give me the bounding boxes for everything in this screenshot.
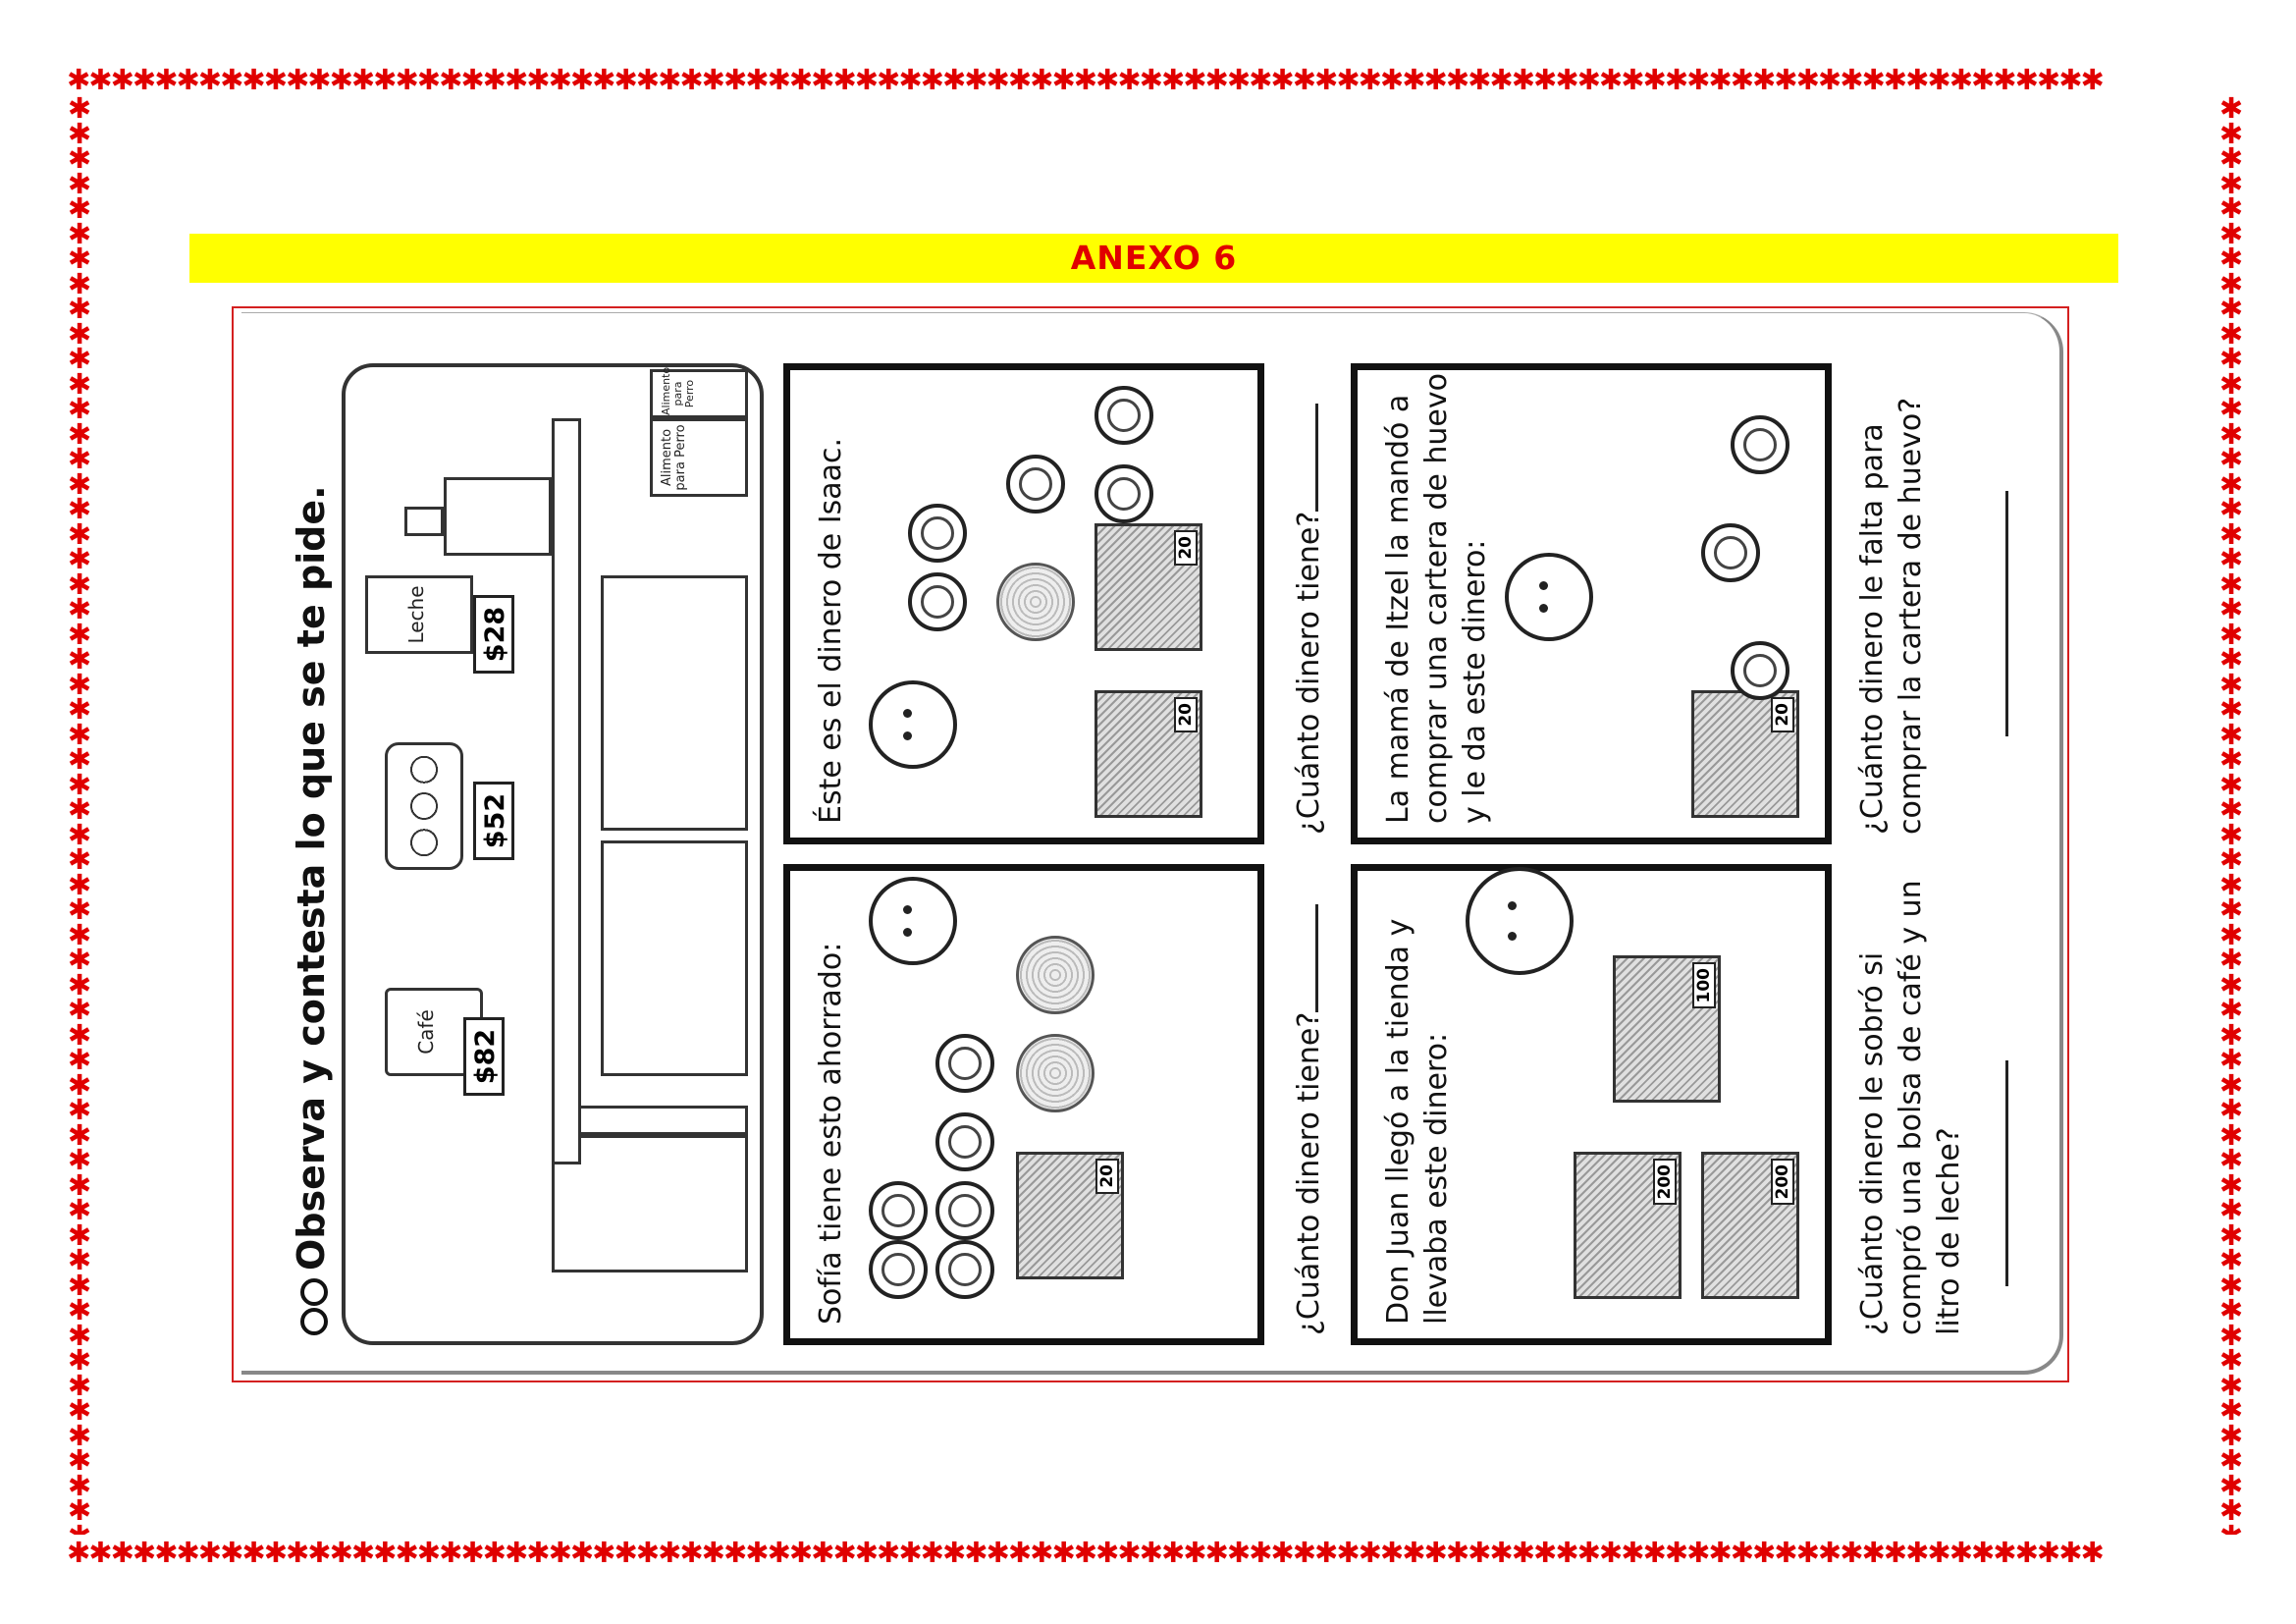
milk-carton: Leche: [365, 575, 473, 654]
q1-text: Sofía tiene esto ahorrado:: [814, 942, 848, 1325]
q4-box-itzel: La mamá de Itzel la mandó a comprar una …: [1351, 363, 1832, 844]
girl-face-illustration: [869, 877, 957, 965]
q3-text: Don Juan llegó a la tienda y llevaba est…: [1381, 918, 1454, 1325]
q1-answer-line[interactable]: [1286, 903, 1318, 1012]
coin: [935, 1240, 994, 1299]
price-tag-cafe: $82: [463, 1017, 505, 1096]
coin: [869, 1181, 928, 1240]
fruit-crate: [552, 1135, 748, 1272]
banknote: 100: [1613, 955, 1721, 1103]
banknote: 200: [1574, 1152, 1682, 1299]
coffee-label: Café: [414, 1009, 438, 1055]
title-banner: ANEXO 6: [189, 234, 2118, 283]
register-display: [404, 507, 444, 536]
coin: [1731, 415, 1789, 474]
star-border-left: ✱✱✱✱✱✱✱✱✱✱✱✱✱✱✱✱✱✱✱✱✱✱✱✱✱✱✱✱✱✱✱✱✱✱✱✱✱✱✱✱…: [67, 96, 92, 1535]
eyes-icon: [299, 1308, 328, 1335]
crate-side: [552, 1106, 748, 1135]
coin: [935, 1181, 994, 1240]
page-title: ANEXO 6: [1070, 239, 1238, 277]
star-border-bottom: ✱✱✱✱✱✱✱✱✱✱✱✱✱✱✱✱✱✱✱✱✱✱✱✱✱✱✱✱✱✱✱✱✱✱✱✱✱✱✱✱…: [67, 1539, 2105, 1569]
coin: [1095, 386, 1153, 445]
milk-label: Leche: [404, 585, 428, 644]
q2-question: ¿Cuánto dinero tiene?: [1286, 363, 1328, 835]
banknote-denomination: 20: [1095, 1159, 1119, 1194]
shelf-cheese-jars: [601, 840, 748, 1076]
coin: [869, 1240, 928, 1299]
worksheet-rotated: Observa y contesta lo que se te pide. Ca…: [285, 363, 2101, 1345]
q1-question-text: ¿Cuánto dinero tiene?: [1292, 1011, 1326, 1335]
banknote: 20: [1691, 690, 1799, 818]
price-tag-leche: $28: [473, 595, 514, 674]
girl-face-illustration: [1505, 553, 1593, 641]
banknote: 20: [1016, 1152, 1124, 1279]
instruction-text: Observa y contesta lo que se te pide.: [290, 485, 333, 1271]
q4-answer-line[interactable]: [2002, 491, 2008, 736]
egg-carton: [385, 742, 463, 870]
q2-answer-line[interactable]: [1286, 403, 1318, 512]
coin: [1701, 523, 1760, 582]
store-counter: [552, 418, 581, 1164]
eyes-icon-2: [299, 1278, 328, 1306]
q2-box-isaac: Éste es el dinero de Isaac. 20 20: [783, 363, 1264, 844]
q4-question: ¿Cuánto dinero le falta para comprar la …: [1855, 397, 1928, 835]
worksheet-frame: [232, 306, 2069, 1382]
star-border-right: ✱✱✱✱✱✱✱✱✱✱✱✱✱✱✱✱✱✱✱✱✱✱✱✱✱✱✱✱✱✱✱✱✱✱✱✱✱✱✱✱…: [2218, 96, 2244, 1535]
man-face-illustration: [1466, 867, 1574, 975]
banknote: 20: [1095, 690, 1202, 818]
store-illustration: Café $82 $52 Leche $28 Alimento para Per…: [342, 363, 764, 1345]
banknote-denomination: 20: [1174, 530, 1198, 566]
large-coin: [996, 563, 1075, 641]
instruction-heading: Observa y contesta lo que se te pide.: [290, 485, 333, 1335]
coin: [1006, 455, 1065, 514]
banknote: 20: [1095, 523, 1202, 651]
large-coin: [1016, 936, 1095, 1014]
boy-face-illustration: [869, 680, 957, 769]
dog-food-label-1: Alimento para Perro: [660, 424, 688, 491]
q1-question: ¿Cuánto dinero tiene?: [1286, 864, 1328, 1335]
dog-food-bag-1: Alimento para Perro: [650, 418, 748, 497]
worksheet-sheet-edge: [241, 312, 2063, 1375]
q3-answer-line[interactable]: [2002, 1060, 2008, 1286]
q3-question: ¿Cuánto dinero le sobró si compró una bo…: [1855, 880, 1966, 1335]
large-coin: [1016, 1034, 1095, 1112]
q4-text: La mamá de Itzel la mandó a comprar una …: [1381, 373, 1492, 824]
coin: [935, 1112, 994, 1171]
banknote-denomination: 20: [1771, 697, 1794, 732]
coin: [935, 1034, 994, 1093]
price-tag-huevo: $52: [473, 782, 514, 860]
banknote-denomination: 200: [1653, 1159, 1677, 1206]
banknote-denomination: 200: [1771, 1159, 1794, 1206]
star-border-top: ✱✱✱✱✱✱✱✱✱✱✱✱✱✱✱✱✱✱✱✱✱✱✱✱✱✱✱✱✱✱✱✱✱✱✱✱✱✱✱✱…: [67, 66, 2105, 96]
coin: [908, 572, 967, 631]
coin: [1095, 464, 1153, 523]
cash-register: [444, 477, 552, 556]
coin: [908, 504, 967, 563]
banknote-denomination: 20: [1174, 697, 1198, 732]
banknote-denomination: 100: [1692, 962, 1716, 1009]
q2-question-text: ¿Cuánto dinero tiene?: [1292, 511, 1326, 835]
banknote: 200: [1701, 1152, 1799, 1299]
dog-food-bag-2: Alimento para Perro: [650, 366, 748, 418]
dog-food-label-2: Alimento para Perro: [660, 366, 696, 415]
coin: [1731, 641, 1789, 700]
shelf-candy: [601, 575, 748, 831]
q3-box-don-juan: Don Juan llegó a la tienda y llevaba est…: [1351, 864, 1832, 1345]
q2-text: Éste es el dinero de Isaac.: [814, 437, 848, 824]
q1-box-sofia: Sofía tiene esto ahorrado: 20: [783, 864, 1264, 1345]
